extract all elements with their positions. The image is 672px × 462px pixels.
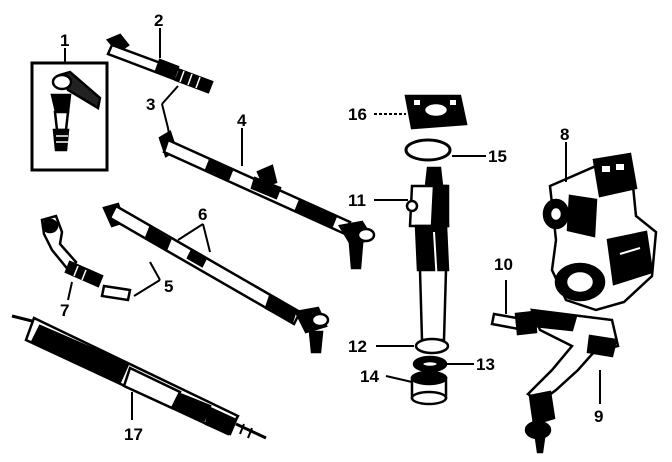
callout-2: 2 <box>154 11 163 30</box>
part-9-idler-arm <box>524 308 620 454</box>
part-16-cover <box>404 94 468 130</box>
part-1-tie-rod-end <box>30 61 109 172</box>
part-2-tie-rod <box>105 33 214 94</box>
callout-6: 6 <box>198 205 207 224</box>
callout-13: 13 <box>476 355 495 374</box>
callout-5: 5 <box>164 277 173 296</box>
callout-14: 14 <box>360 367 379 386</box>
callout-7: 7 <box>60 301 69 320</box>
part-15-seal <box>404 138 452 162</box>
callout-1: 1 <box>60 31 69 50</box>
leader-14 <box>385 375 413 383</box>
part-6-center-link <box>102 202 330 354</box>
callout-12: 12 <box>348 337 367 356</box>
part-13-washer <box>412 355 448 373</box>
callout-4: 4 <box>237 111 247 130</box>
leader-5 <box>133 261 161 297</box>
part-17-damper <box>11 314 267 440</box>
leader-7 <box>67 281 73 301</box>
part-8-gear-box <box>542 152 658 312</box>
callout-8: 8 <box>560 125 569 144</box>
part-4-tie-rod <box>158 130 376 270</box>
callout-16: 16 <box>348 105 367 124</box>
part-12-washer <box>414 337 450 355</box>
part-5-sleeve <box>100 284 132 302</box>
callout-11: 11 <box>348 191 366 210</box>
part-11-shaft <box>405 166 450 342</box>
callout-17: 17 <box>124 425 143 444</box>
leader-6 <box>177 223 211 253</box>
part-10-bolt <box>490 310 538 336</box>
part-14-nut <box>410 370 448 406</box>
callout-9: 9 <box>594 407 603 426</box>
callout-10: 10 <box>494 255 513 274</box>
callout-15: 15 <box>488 147 507 166</box>
part-7-pitman-arm <box>40 214 104 288</box>
callout-3: 3 <box>146 95 155 114</box>
